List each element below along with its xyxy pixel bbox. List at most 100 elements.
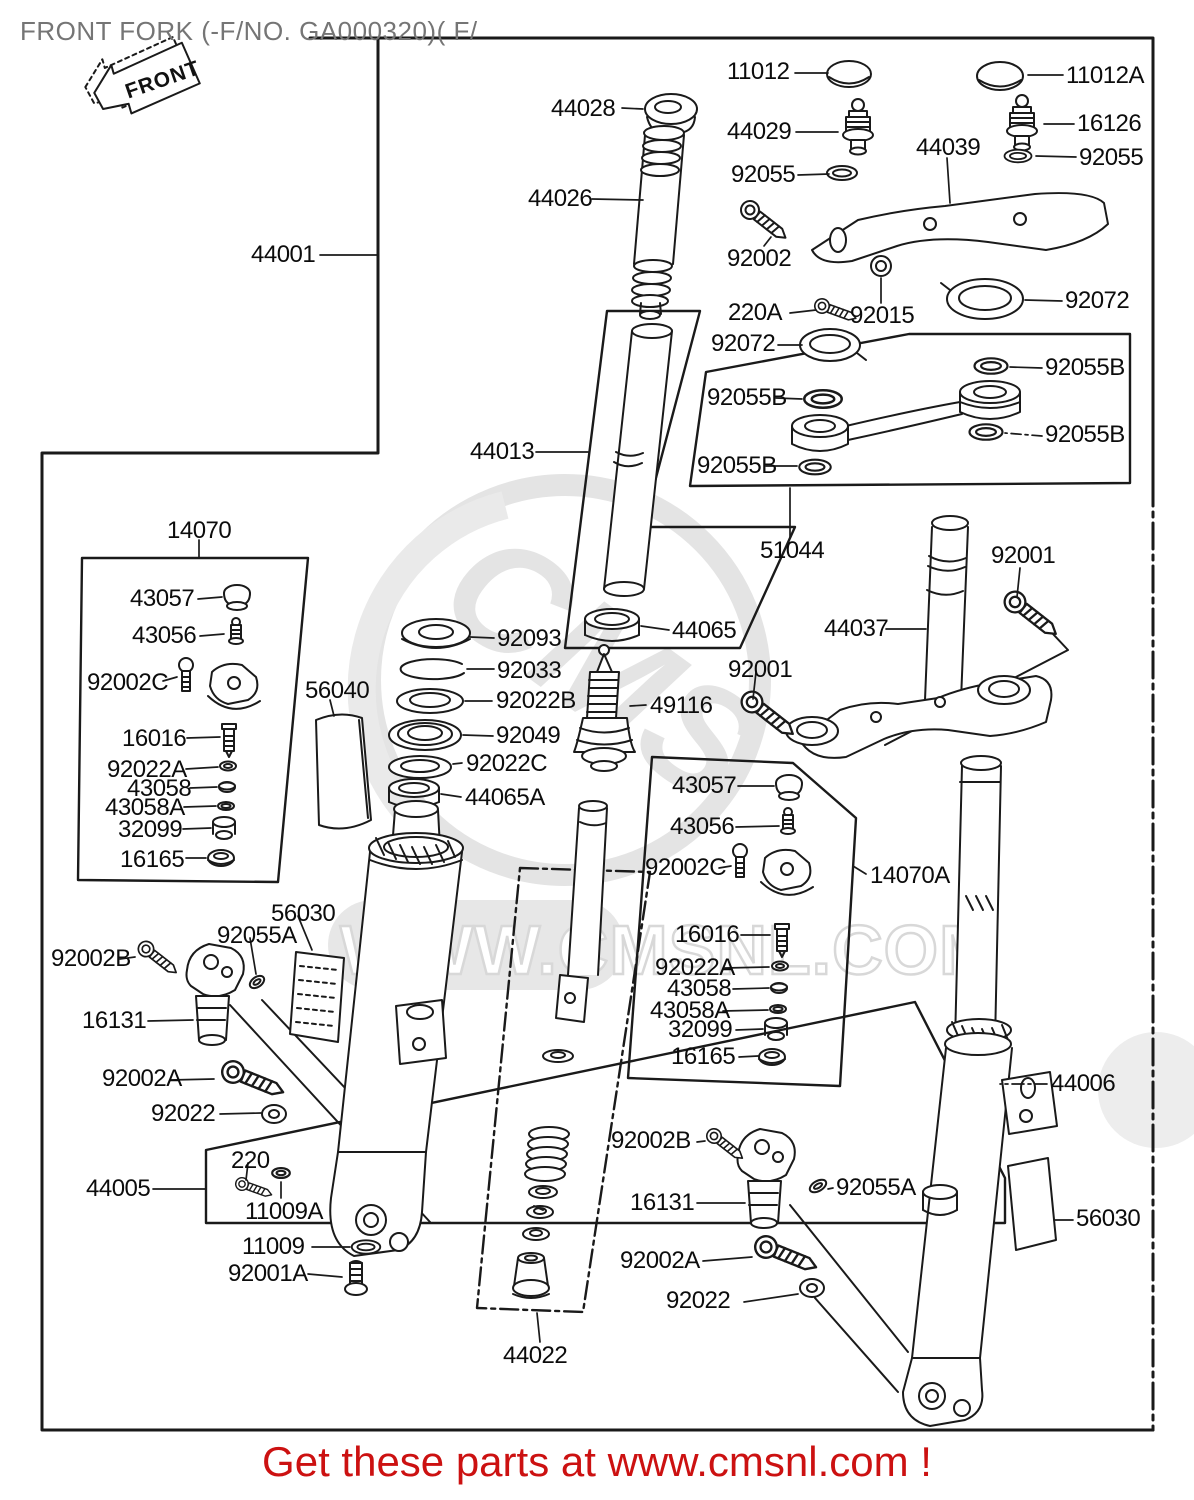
part-label-56030: 56030: [271, 900, 336, 927]
leader-lines: [119, 72, 1077, 1343]
part-label-16165-2: 16165: [671, 1043, 736, 1070]
cap-11012A-drawing: [976, 61, 1024, 91]
part-label-11009: 11009: [242, 1233, 305, 1260]
part-label-43057: 43057: [130, 585, 195, 612]
screw-92002C-left-drawing: [178, 657, 194, 692]
bolt-92002-drawing: [736, 196, 793, 246]
adjuster-44029-drawing: [842, 98, 874, 156]
part-label-92022-2: 92022: [666, 1287, 731, 1314]
box-51044: [688, 332, 1132, 488]
part-label-43056: 43056: [132, 622, 197, 649]
cmsnl-watermark: CMS WWW.CMSNL.COM: [328, 474, 1194, 1148]
adjuster-16126-drawing: [1006, 94, 1038, 152]
part-label-11009A: 11009A: [245, 1198, 323, 1225]
right-fork-drawing: [902, 755, 1058, 1427]
washer-11009A-drawing: [271, 1166, 291, 1180]
cup-32099-left-drawing: [212, 816, 236, 840]
inner-tube-44013-drawing: [603, 323, 673, 597]
part-label-32099: 32099: [118, 816, 183, 843]
part-label-92093: 92093: [497, 625, 562, 652]
part-label-92055A-2: 92055A: [836, 1174, 916, 1201]
part-label-43056-2: 43056: [670, 813, 735, 840]
part-label-44065A: 44065A: [465, 784, 545, 811]
part-label-92001-2: 92001: [728, 656, 793, 683]
box-14070: [76, 556, 310, 884]
oring-92055-right-drawing: [1003, 148, 1033, 164]
washer-92022A-right-drawing: [771, 960, 789, 972]
ring-43058-right-drawing: [770, 982, 788, 994]
diagram-border: [40, 36, 1155, 1432]
part-label-43058A: 43058A: [105, 794, 185, 821]
decal-56030-left-drawing: [289, 951, 345, 1043]
part-label-44013: 44013: [470, 438, 535, 465]
seal-stack-drawing: [388, 618, 471, 809]
bolt-16016-left-drawing: [221, 723, 237, 758]
part-label-92049: 92049: [496, 722, 561, 749]
spring-44026-drawing: [631, 125, 685, 320]
screw-220-drawing: [233, 1175, 275, 1202]
part-label-220A: 220A: [728, 299, 783, 326]
capnut-43057-left-drawing: [223, 584, 251, 611]
part-label-92002C: 92002C: [87, 669, 169, 696]
clamp-44039-drawing: [811, 192, 1109, 264]
ring-43058A-left-drawing: [217, 801, 235, 811]
part-label-92001: 92001: [991, 542, 1056, 569]
part-label-49116: 49116: [650, 692, 713, 719]
plug-16165-right-drawing: [758, 1048, 786, 1066]
part-label-44065: 44065: [672, 617, 737, 644]
part-label-92055-2: 92055: [731, 161, 796, 188]
part-label-92055B-3: 92055B: [1045, 421, 1125, 448]
group-boxes: [76, 309, 1132, 1314]
bushing-44065-drawing: [584, 608, 640, 642]
part-label-11012: 11012: [727, 58, 790, 85]
valve-43056-right-drawing: [780, 807, 796, 835]
part-label-92055B-2: 92055B: [707, 384, 787, 411]
ring-43058A-right-drawing: [769, 1004, 787, 1014]
part-label-56030-2: 56030: [1076, 1205, 1141, 1232]
part-label-44001: 44001: [251, 241, 316, 268]
box-44005: [204, 1000, 1007, 1225]
valve-16131-right-drawing: [736, 1128, 796, 1229]
part-label-92002B-2: 92002B: [611, 1127, 691, 1154]
part-label-92055A: 92055A: [217, 922, 297, 949]
cmsnl-footer-link[interactable]: Get these parts at www.cmsnl.com !: [262, 1438, 932, 1485]
part-label-92055B-4: 92055B: [697, 452, 777, 479]
nut-92015-drawing: [870, 255, 892, 277]
part-label-43058A-2: 43058A: [650, 997, 730, 1024]
part-label-92001A: 92001A: [228, 1260, 308, 1287]
oring-92055A-right-drawing: [808, 1178, 828, 1194]
part-label-43058-2: 43058: [667, 975, 732, 1002]
part-label-43057-2: 43057: [672, 772, 737, 799]
part-label-44028: 44028: [551, 95, 616, 122]
bolt-92002B-left-drawing: [134, 937, 182, 980]
part-label-92055B: 92055B: [1045, 354, 1125, 381]
part-label-14070: 14070: [167, 517, 232, 544]
airvalve-body-left-drawing: [207, 662, 261, 710]
oring-92055-drawing: [826, 165, 858, 181]
airvalve-body-right-drawing: [760, 848, 814, 896]
part-label-16131: 16131: [82, 1007, 147, 1034]
stem-44037-drawing: [785, 515, 1053, 759]
bolt-92002A-right-drawing: [750, 1231, 822, 1279]
part-label-92022: 92022: [151, 1100, 216, 1127]
valve-16131-left-drawing: [185, 943, 245, 1046]
screw-92002C-right-drawing: [732, 843, 748, 878]
damper-stack-44022-drawing: [512, 1126, 570, 1299]
oring-92055A-left-drawing: [248, 974, 266, 990]
bearing-set-51044-drawing: [791, 357, 1021, 476]
part-label-92033: 92033: [497, 657, 562, 684]
capnut-44028-drawing: [644, 93, 698, 134]
part-label-44039: 44039: [916, 134, 981, 161]
part-label-92002A: 92002A: [102, 1065, 182, 1092]
left-fork-drawing: [329, 800, 464, 1257]
screw-92001A-drawing: [344, 1260, 368, 1296]
washer-92022-right-drawing: [799, 1278, 825, 1298]
box-44022: [475, 866, 652, 1314]
part-label-11012A: 11012A: [1066, 62, 1144, 89]
plug-16165-left-drawing: [207, 849, 235, 867]
part-label-16016: 16016: [122, 725, 187, 752]
part-label-44022: 44022: [503, 1342, 568, 1369]
part-label-92022A-2: 92022A: [655, 954, 735, 981]
